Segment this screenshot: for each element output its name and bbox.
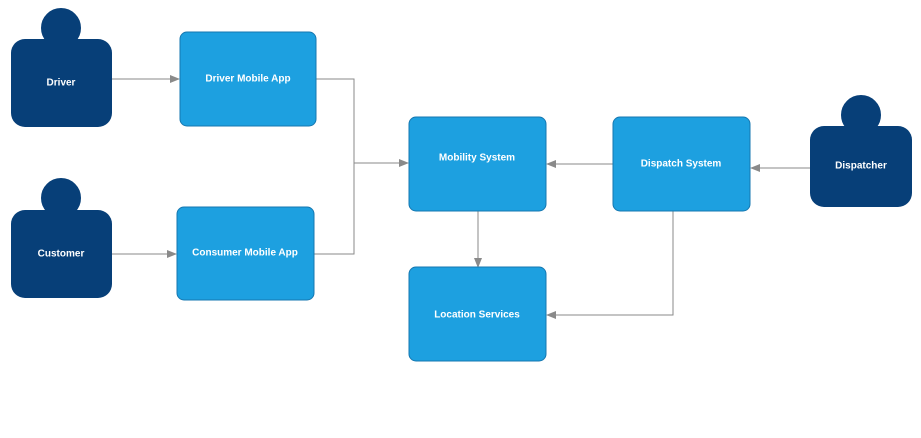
edge-driver-app-to-mobility-system bbox=[316, 78, 409, 167]
person-driver[interactable]: Driver bbox=[11, 6, 112, 127]
system-dispatch-system[interactable]: Dispatch System bbox=[612, 116, 751, 212]
person-body bbox=[810, 126, 912, 207]
node-label: Location Services bbox=[434, 310, 520, 321]
person-body bbox=[11, 210, 112, 298]
system-consumer-mobile-app[interactable]: Consumer Mobile App bbox=[176, 206, 315, 301]
node-label: Dispatcher bbox=[835, 161, 887, 172]
connectors bbox=[112, 75, 810, 319]
node-label: Driver Mobile App bbox=[205, 74, 290, 85]
person-body bbox=[11, 39, 112, 127]
node-label: Customer bbox=[38, 249, 85, 260]
node-label: Driver bbox=[47, 78, 76, 89]
edge-dispatch-system-to-location-services bbox=[546, 211, 674, 319]
system-mobility-system[interactable]: Mobility System bbox=[408, 116, 547, 212]
system-driver-mobile-app[interactable]: Driver Mobile App bbox=[179, 31, 317, 127]
node-label: Mobility System bbox=[439, 153, 515, 164]
system-location-services[interactable]: Location Services bbox=[408, 266, 547, 362]
node-label: Consumer Mobile App bbox=[192, 248, 298, 259]
node-label: Dispatch System bbox=[641, 159, 722, 170]
person-customer[interactable]: Customer bbox=[11, 176, 112, 298]
edge-consumer-app-to-mobility-system bbox=[314, 163, 355, 255]
person-dispatcher[interactable]: Dispatcher bbox=[810, 93, 912, 207]
